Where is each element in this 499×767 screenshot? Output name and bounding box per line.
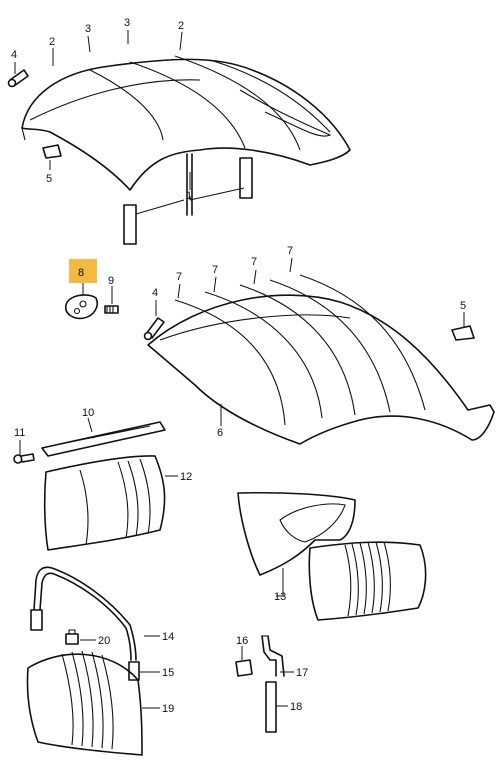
callout-10: 10 — [82, 407, 94, 419]
clip-part-20[interactable] — [65, 629, 79, 645]
callout-9: 9 — [108, 275, 114, 287]
leader-lines — [14, 30, 465, 709]
screw-part-9[interactable] — [104, 305, 119, 314]
callout-17: 17 — [296, 667, 308, 679]
callout-4-lower: 4 — [152, 287, 158, 299]
top-assembly-lower[interactable] — [147, 274, 495, 445]
hinge-part-17[interactable] — [261, 635, 285, 677]
callout-12: 12 — [180, 471, 192, 483]
callout-2-right: 2 — [178, 20, 184, 32]
callout-20: 20 — [98, 635, 110, 647]
callout-8: 8 — [78, 267, 84, 279]
callout-7-a: 7 — [176, 271, 182, 283]
callout-16: 16 — [236, 635, 248, 647]
callout-7-b: 7 — [212, 264, 218, 276]
top-assembly-upper[interactable] — [21, 55, 351, 245]
clip-lower[interactable] — [451, 325, 475, 341]
bolt-lower[interactable] — [143, 317, 165, 341]
callout-7-d: 7 — [287, 245, 293, 257]
bolt-upper[interactable] — [7, 69, 29, 88]
panel-part-13-lower[interactable] — [308, 541, 427, 621]
callout-1: 1 — [186, 190, 192, 202]
bow-part-14[interactable] — [30, 566, 137, 661]
panel-part-12[interactable] — [43, 455, 166, 551]
cap-part-16[interactable] — [235, 659, 253, 677]
callout-15: 15 — [162, 667, 174, 679]
screw-part-11[interactable] — [13, 453, 35, 464]
callout-5-upper: 5 — [46, 173, 52, 185]
callout-8-highlight — [69, 259, 97, 283]
callout-6: 6 — [217, 427, 223, 439]
callout-18: 18 — [290, 701, 302, 713]
callout-3-left: 3 — [85, 23, 91, 35]
callout-19: 19 — [162, 703, 174, 715]
callout-4-upper: 4 — [11, 49, 17, 61]
callout-2-left: 2 — [49, 36, 55, 48]
bracket-part-8[interactable] — [64, 294, 99, 320]
strip-part-10[interactable] — [41, 421, 166, 457]
callout-labels: 2 3 3 2 4 5 1 8 9 4 7 7 7 7 5 6 10 11 12… — [11, 17, 466, 715]
callout-5-lower: 5 — [460, 300, 466, 312]
callout-14: 14 — [162, 631, 174, 643]
callout-13: 13 — [274, 591, 286, 603]
callout-11: 11 — [14, 427, 25, 439]
bushing-part-15[interactable] — [128, 661, 140, 681]
callout-3-right: 3 — [124, 17, 130, 29]
rod-part-18[interactable] — [265, 681, 277, 733]
callout-7-c: 7 — [251, 256, 257, 268]
panel-part-19[interactable] — [26, 650, 143, 756]
panel-part-13-upper[interactable] — [237, 491, 356, 576]
clip-upper[interactable] — [42, 144, 62, 159]
